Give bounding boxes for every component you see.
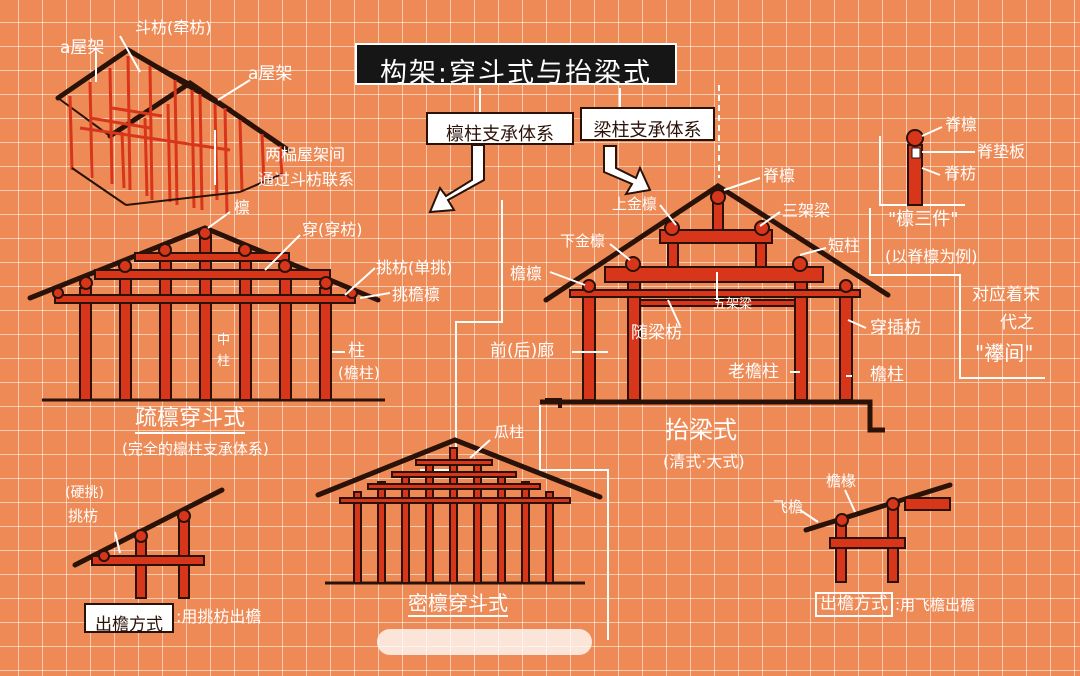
system-label-right: 梁柱支承体系 bbox=[580, 107, 715, 141]
label-eave-purlin: 挑檐檩 bbox=[392, 285, 441, 304]
tailiang-drawing bbox=[540, 85, 891, 433]
label-column: 柱 bbox=[348, 341, 365, 361]
label-through-insert-tie: 穿插枋 bbox=[870, 318, 921, 338]
sketch-note-line1: 两榀屋架间 bbox=[265, 145, 346, 164]
label-tie-beam: 斗枋(牵枋) bbox=[135, 18, 212, 37]
label-eave-column: (檐柱) bbox=[338, 364, 380, 382]
roof-frame-sketch bbox=[55, 35, 291, 216]
main-title-box: 构架:穿斗式与抬梁式 bbox=[355, 43, 677, 89]
flying-eave-method-desc: :用飞檐出檐 bbox=[895, 596, 976, 614]
tailiang-subtitle: (清式·大式) bbox=[663, 452, 745, 471]
label-melon-post: 瓜柱 bbox=[494, 423, 525, 441]
tailiang-name: 抬梁式 bbox=[665, 416, 737, 444]
sparse-chuandou-subtitle: (完全的檩柱支承体系) bbox=[122, 440, 269, 458]
label-frame-b: a屋架 bbox=[248, 64, 293, 84]
label-purlin: 檩 bbox=[234, 198, 251, 217]
watermark-blur bbox=[377, 629, 592, 655]
label-corridor: 前(后)廊 bbox=[490, 341, 555, 361]
hard-eave-method-desc: :用挑枋出檐 bbox=[176, 607, 262, 626]
main-title: 构架:穿斗式与抬梁式 bbox=[379, 58, 653, 89]
label-set-ridge-tie: 脊枋 bbox=[944, 164, 977, 183]
hard-eave-method-box: 出檐方式 bbox=[84, 603, 174, 635]
flying-eave-method-box: 出檐方式 bbox=[815, 592, 893, 617]
label-center-column-1: 中 bbox=[217, 333, 231, 348]
purlin-set-name: "檩三件" bbox=[888, 209, 959, 230]
label-ridge-purlin: 脊檩 bbox=[763, 166, 796, 185]
label-upper-gold-purlin: 上金檩 bbox=[612, 195, 658, 213]
song-note-line1: 对应着宋 bbox=[972, 285, 1040, 305]
divider-lines bbox=[420, 136, 1045, 640]
purlin-set-drawing bbox=[906, 126, 975, 206]
dense-chuandou-drawing bbox=[315, 437, 603, 585]
label-flying-eave: 飞檐 bbox=[773, 498, 804, 516]
label-eave-column-tl: 檐柱 bbox=[870, 365, 904, 385]
label-frame-a: a屋架 bbox=[60, 38, 105, 58]
song-note-line2: 代之 bbox=[1000, 313, 1034, 333]
label-lower-gold-purlin: 下金檩 bbox=[560, 232, 606, 250]
hard-eave-drawing bbox=[72, 487, 225, 599]
label-set-ridge-purlin: 脊檩 bbox=[945, 115, 978, 134]
label-hard-tie: 挑枋 bbox=[68, 507, 99, 525]
system-label-left: 檩柱支承体系 bbox=[426, 112, 574, 145]
label-hard-cantilever: (硬挑) bbox=[65, 485, 104, 501]
purlin-set-subtitle: (以脊檩为例) bbox=[885, 247, 978, 266]
label-short-post: 短柱 bbox=[828, 236, 861, 255]
label-old-eave-column: 老檐柱 bbox=[728, 362, 779, 382]
label-center-column-2: 柱 bbox=[217, 354, 231, 369]
sparse-chuandou-drawing bbox=[27, 130, 391, 402]
sparse-chuandou-name: 疏檩穿斗式 bbox=[135, 408, 246, 434]
label-three-rafter-beam: 三架梁 bbox=[782, 201, 831, 220]
label-through-tie: 穿(穿枋) bbox=[302, 220, 363, 239]
flying-eave-drawing bbox=[799, 482, 953, 583]
label-five-rafter-beam: 五架梁 bbox=[713, 297, 753, 312]
dense-chuandou-name: 密檩穿斗式 bbox=[408, 591, 508, 617]
label-set-ridge-board: 脊垫板 bbox=[977, 142, 1026, 161]
label-eave-purlin-tl: 檐檩 bbox=[510, 264, 543, 283]
flow-arrows bbox=[428, 88, 652, 214]
sketch-note-line2: 通过斗枋联系 bbox=[258, 170, 355, 189]
label-accompanying-tie: 随梁枋 bbox=[631, 323, 682, 343]
song-note-line3: "襻间" bbox=[975, 341, 1034, 365]
label-cantilever-tie: 挑枋(单挑) bbox=[376, 258, 453, 277]
label-eave-rafter: 檐椽 bbox=[826, 472, 857, 490]
